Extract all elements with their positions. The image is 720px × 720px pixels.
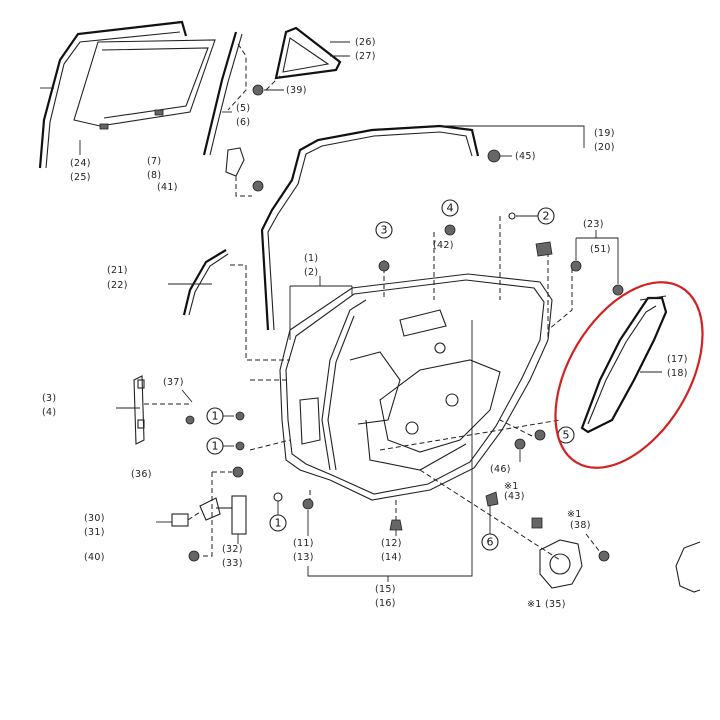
- svg-text:4: 4: [447, 202, 454, 215]
- callout-2: 2: [508, 207, 555, 225]
- label-17: (17): [667, 354, 688, 365]
- label-42: (42): [433, 240, 454, 251]
- label-35: (35): [545, 599, 566, 610]
- label-11: (11): [293, 538, 314, 549]
- callout-5: 5: [534, 426, 575, 444]
- svg-text:1: 1: [212, 410, 219, 423]
- speaker-cover: [539, 539, 583, 589]
- callout-3: 3: [375, 221, 393, 272]
- door-check: [116, 375, 190, 445]
- label-4: (4): [42, 407, 56, 418]
- callout-1a: 1: [206, 407, 245, 425]
- label-46: (46): [490, 464, 511, 475]
- label-23: (23): [583, 219, 604, 230]
- label-6: (6): [236, 117, 250, 128]
- label-13: (13): [293, 552, 314, 563]
- label-18: (18): [667, 368, 688, 379]
- label-51: (51): [590, 244, 611, 255]
- label-14: (14): [381, 552, 402, 563]
- ref-43: ※1: [504, 481, 519, 492]
- svg-text:6: 6: [487, 536, 494, 549]
- bracket-7-8: [225, 147, 264, 197]
- label-31: (31): [84, 527, 105, 538]
- label-15: (15): [375, 584, 396, 595]
- label-36: (36): [131, 469, 152, 480]
- label-30: (30): [84, 513, 105, 524]
- door-glass: [38, 20, 216, 169]
- svg-text:5: 5: [563, 429, 570, 442]
- door-frame-weatherstrip: [260, 124, 512, 331]
- ref-35: ※1: [527, 599, 542, 610]
- label-41: (41): [157, 182, 178, 193]
- quarter-glass: [252, 26, 342, 96]
- door-hinge: [171, 472, 247, 562]
- highlight-circle: [554, 281, 704, 469]
- division-bar: [182, 249, 229, 316]
- label-19: (19): [594, 128, 615, 139]
- label-3: (3): [42, 393, 56, 404]
- svg-text:1: 1: [212, 440, 219, 453]
- label-22: (22): [107, 280, 128, 291]
- callout-1c: 1: [269, 492, 287, 532]
- label-21: (21): [107, 265, 128, 276]
- rear-door-panel: [279, 273, 553, 501]
- label-25: (25): [70, 172, 91, 183]
- label-38: (38): [570, 520, 591, 531]
- label-26: (26): [355, 37, 376, 48]
- svg-text:1: 1: [275, 517, 282, 530]
- label-45: (45): [515, 151, 536, 162]
- svg-text:3: 3: [381, 224, 388, 237]
- rear-channel: [202, 31, 247, 156]
- label-43: (43): [504, 491, 525, 502]
- label-8: (8): [147, 170, 161, 181]
- label-5: (5): [236, 103, 250, 114]
- label-20: (20): [594, 142, 615, 153]
- label-7: (7): [147, 156, 161, 167]
- label-37: (37): [163, 377, 184, 388]
- svg-text:2: 2: [543, 210, 550, 223]
- ref-38: ※1: [567, 509, 582, 520]
- callout-1b: 1: [206, 437, 245, 455]
- rear-weatherstrip-17-18: [580, 295, 668, 434]
- label-27: (27): [355, 51, 376, 62]
- label-1: (1): [304, 253, 318, 264]
- label-33: (33): [222, 558, 243, 569]
- callout-4: 4: [441, 199, 459, 236]
- callout-6: 6: [481, 491, 499, 551]
- label-2: (2): [304, 267, 318, 278]
- label-12: (12): [381, 538, 402, 549]
- label-16: (16): [375, 598, 396, 609]
- label-32: (32): [222, 544, 243, 555]
- label-39: (39): [286, 85, 307, 96]
- label-40: (40): [84, 552, 105, 563]
- label-24: (24): [70, 158, 91, 169]
